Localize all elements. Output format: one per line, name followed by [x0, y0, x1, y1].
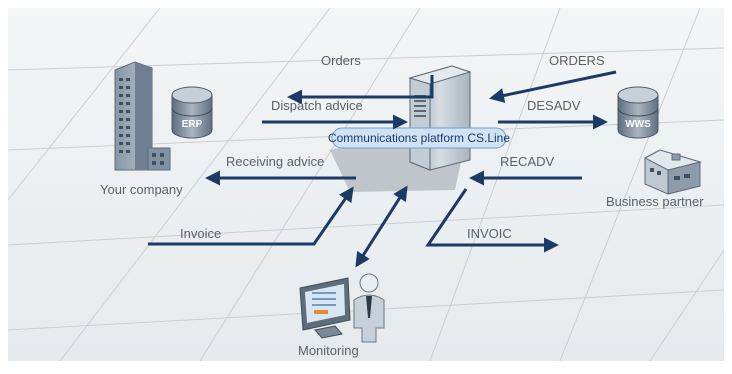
desadv-label: DESADV [527, 98, 581, 113]
your-company-label: Your company [100, 182, 183, 197]
wws-label: WWS [625, 119, 651, 130]
server-icon [408, 65, 472, 171]
wws-database-icon: WWS [617, 86, 659, 139]
invoic-arrow [425, 188, 559, 253]
invoice-arrow [148, 186, 354, 246]
right-flows: ORDERS DESADV RECADV INVOIC [425, 53, 617, 253]
monitoring-node: Monitoring [298, 273, 385, 358]
monitoring-arrow [355, 185, 408, 268]
office-building-icon [114, 61, 171, 171]
left-flows: Orders Dispatch advice Receiving advice … [148, 53, 434, 246]
invoic-label: INVOIC [467, 226, 512, 241]
invoice-label: Invoice [180, 226, 221, 241]
orders-arrow [287, 75, 434, 105]
warehouse-building-icon [643, 149, 702, 195]
erp-label: ERP [182, 119, 203, 130]
platform-label: Communications platform CS.Line [328, 131, 510, 145]
receiving-advice-label: Receiving advice [226, 154, 324, 169]
monitoring-label: Monitoring [298, 343, 359, 358]
person-icon [353, 273, 385, 343]
orders-label: Orders [321, 53, 361, 68]
dispatch-advice-label: Dispatch advice [271, 98, 363, 113]
erp-database-icon: ERP [171, 86, 213, 139]
your-company-node: ERP Your company [100, 61, 213, 197]
recadv-label: RECADV [500, 154, 555, 169]
business-partner-node: WWS Business partner [606, 86, 704, 209]
platform-server-node: Communications platform CS.Line [328, 65, 510, 171]
business-partner-label: Business partner [606, 194, 704, 209]
monitor-icon [299, 277, 351, 339]
orders-edi-label: ORDERS [549, 53, 605, 68]
orders-edi-arrow [489, 70, 617, 103]
platform-label-pill: Communications platform CS.Line [328, 127, 510, 149]
